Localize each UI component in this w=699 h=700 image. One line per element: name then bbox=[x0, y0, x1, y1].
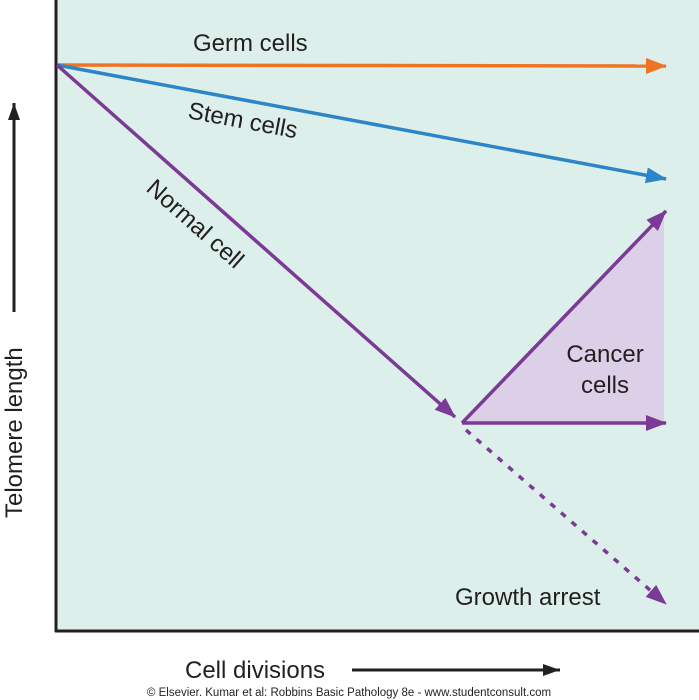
germ-cells-label: Germ cells bbox=[193, 30, 308, 57]
germ-cells-arrow bbox=[56, 57, 667, 74]
growth-arrest-arrow bbox=[464, 428, 668, 606]
x-axis-label: Cell divisions bbox=[185, 657, 325, 684]
cancer-cells-label-line2: cells bbox=[581, 372, 629, 399]
stem-cells-arrow bbox=[56, 63, 667, 184]
normal-cell-arrow bbox=[55, 63, 457, 419]
cancer-cells-rising-arrow bbox=[460, 209, 668, 425]
copyright-text: © Elsevier. Kumar et al: Robbins Basic P… bbox=[147, 687, 551, 699]
cancer-cells-label-line1: Cancer bbox=[566, 341, 643, 368]
y-axis-label: Telomere length bbox=[1, 347, 28, 518]
growth-arrest-label: Growth arrest bbox=[455, 584, 601, 611]
